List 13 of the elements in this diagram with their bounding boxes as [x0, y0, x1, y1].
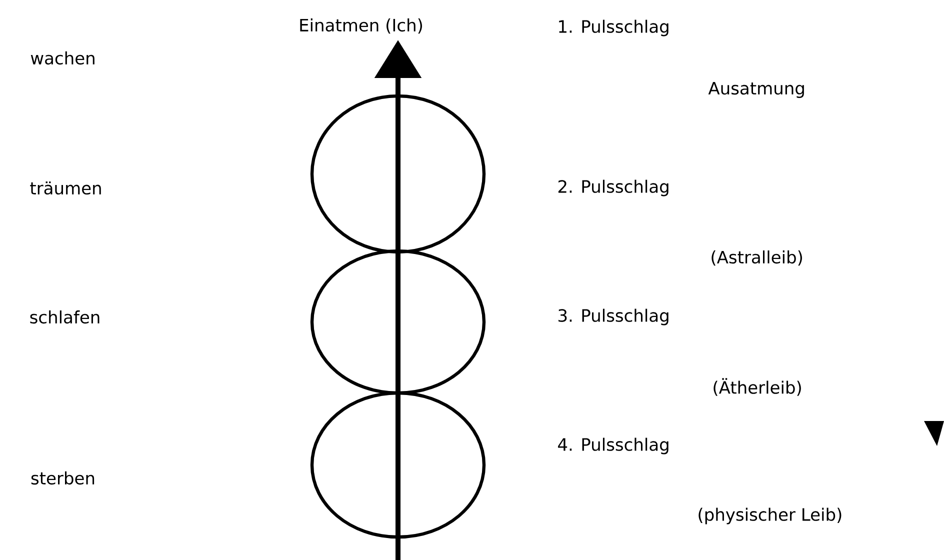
text-label: sterben — [31, 471, 94, 485]
text-label: wachen — [30, 51, 94, 65]
text-label: schlafen — [30, 310, 100, 324]
text-label: 1. Pulsschlag — [559, 20, 668, 36]
text-label: (physischer Leib) — [698, 508, 842, 524]
text-label: 4. Pulsschlag — [558, 438, 668, 454]
text-label: träumen — [30, 181, 101, 195]
text-label: 2. Pulsschlag — [558, 180, 668, 196]
text-label: Einatmen (Ich) — [300, 18, 422, 34]
text-label: 3. Pulsschlag — [558, 308, 668, 326]
text-label: (Ätherleib) — [714, 378, 801, 396]
text-label: Ausatmung — [708, 82, 804, 98]
text-label: (Astralleib) — [712, 250, 802, 266]
